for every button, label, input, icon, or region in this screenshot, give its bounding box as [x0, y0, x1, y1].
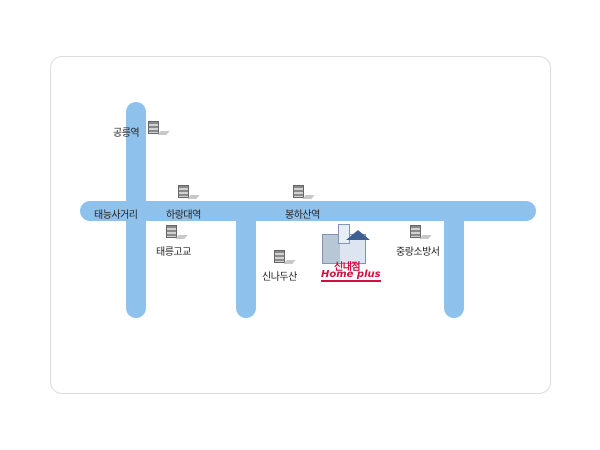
store-name-label: 신내점 [334, 262, 361, 273]
road-vertical-right [444, 208, 464, 318]
label-sinnae-doosan: 신나두산 [262, 272, 297, 283]
building-icon [148, 121, 159, 134]
label-taeneung-intersection: 태능사거리 [94, 210, 138, 221]
label-taereung-high-school: 태릉고교 [156, 247, 191, 258]
building-icon [274, 250, 285, 263]
building-icon [178, 185, 189, 198]
building-icon [410, 225, 421, 238]
store-roof [346, 230, 370, 240]
store-building-icon [318, 224, 370, 264]
label-gongneung-station: 공릉역 [113, 128, 140, 139]
road-vertical-middle [236, 208, 256, 318]
building-icon [293, 185, 304, 198]
store-brand-label: Home plus [321, 269, 381, 282]
label-bonghwasan-station: 봉하산역 [285, 210, 320, 221]
label-hwarangdae-station: 하랑대역 [166, 210, 201, 221]
road-horizontal-main [80, 201, 536, 221]
label-jungnang-fire-station: 중랑소방서 [396, 247, 440, 258]
building-icon [166, 225, 177, 238]
